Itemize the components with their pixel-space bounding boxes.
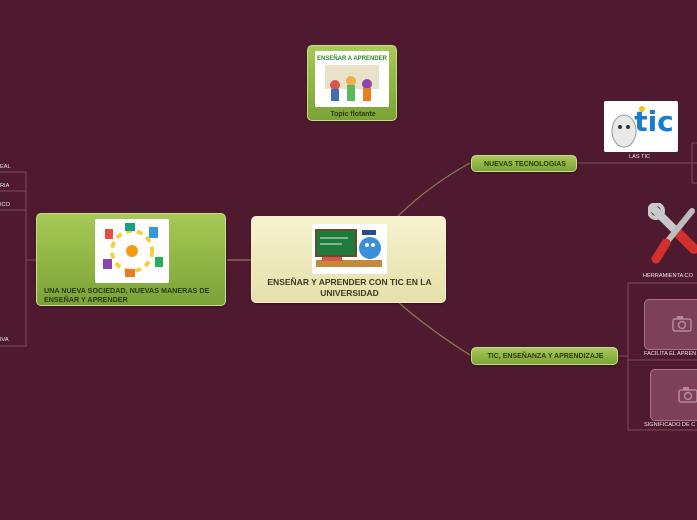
left-main-label: UNA NUEVA SOCIEDAD, NUEVAS MANERAS DE EN… <box>44 286 210 304</box>
tic-ensenanza-label: TIC, ENSEÑANZA Y APRENDIZAJE <box>487 353 604 360</box>
camera-icon <box>672 316 692 332</box>
camera-icon <box>678 387 697 403</box>
left-fragment-2[interactable]: RIA <box>0 183 10 189</box>
nuevas-tecnologias-label: NUEVAS TECNOLOGIAS <box>484 161 566 168</box>
facilita-label: FACILITA EL APREN <box>644 351 697 357</box>
facilita-image-placeholder[interactable] <box>644 299 697 350</box>
left-main-image <box>95 219 169 283</box>
left-main-node[interactable]: UNA NUEVA SOCIEDAD, NUEVAS MANERAS DE EN… <box>36 213 226 306</box>
las-tic-image[interactable]: tic <box>604 101 678 152</box>
central-label: ENSEÑAR Y APRENDER CON TIC EN LA UNIVERS… <box>267 277 432 298</box>
wrench-icon[interactable] <box>647 202 697 267</box>
left-fragment-1[interactable]: EAL <box>0 164 11 170</box>
significado-label: SIGNIFICADO DE C <box>644 422 696 428</box>
central-image <box>312 224 387 274</box>
left-fragment-4[interactable]: IVA <box>0 337 9 343</box>
floating-topic-image: ENSEÑAR A APRENDER <box>315 51 389 107</box>
herramienta-label: HERRAMIENTA CO <box>643 273 693 279</box>
significado-image-placeholder[interactable] <box>650 369 697 421</box>
floating-topic-label: Topic flotante <box>330 111 376 118</box>
floating-image-caption: ENSEÑAR A APRENDER <box>317 55 388 62</box>
central-node[interactable]: ENSEÑAR Y APRENDER CON TIC EN LA UNIVERS… <box>251 216 446 303</box>
floating-topic-node[interactable]: ENSEÑAR A APRENDER Topic flotante <box>307 45 397 121</box>
left-fragment-3[interactable]: ICO <box>0 202 10 208</box>
las-tic-label: LAS TIC <box>629 154 651 160</box>
nuevas-tecnologias-node[interactable]: NUEVAS TECNOLOGIAS <box>471 155 577 172</box>
tic-ensenanza-node[interactable]: TIC, ENSEÑANZA Y APRENDIZAJE <box>471 347 618 365</box>
